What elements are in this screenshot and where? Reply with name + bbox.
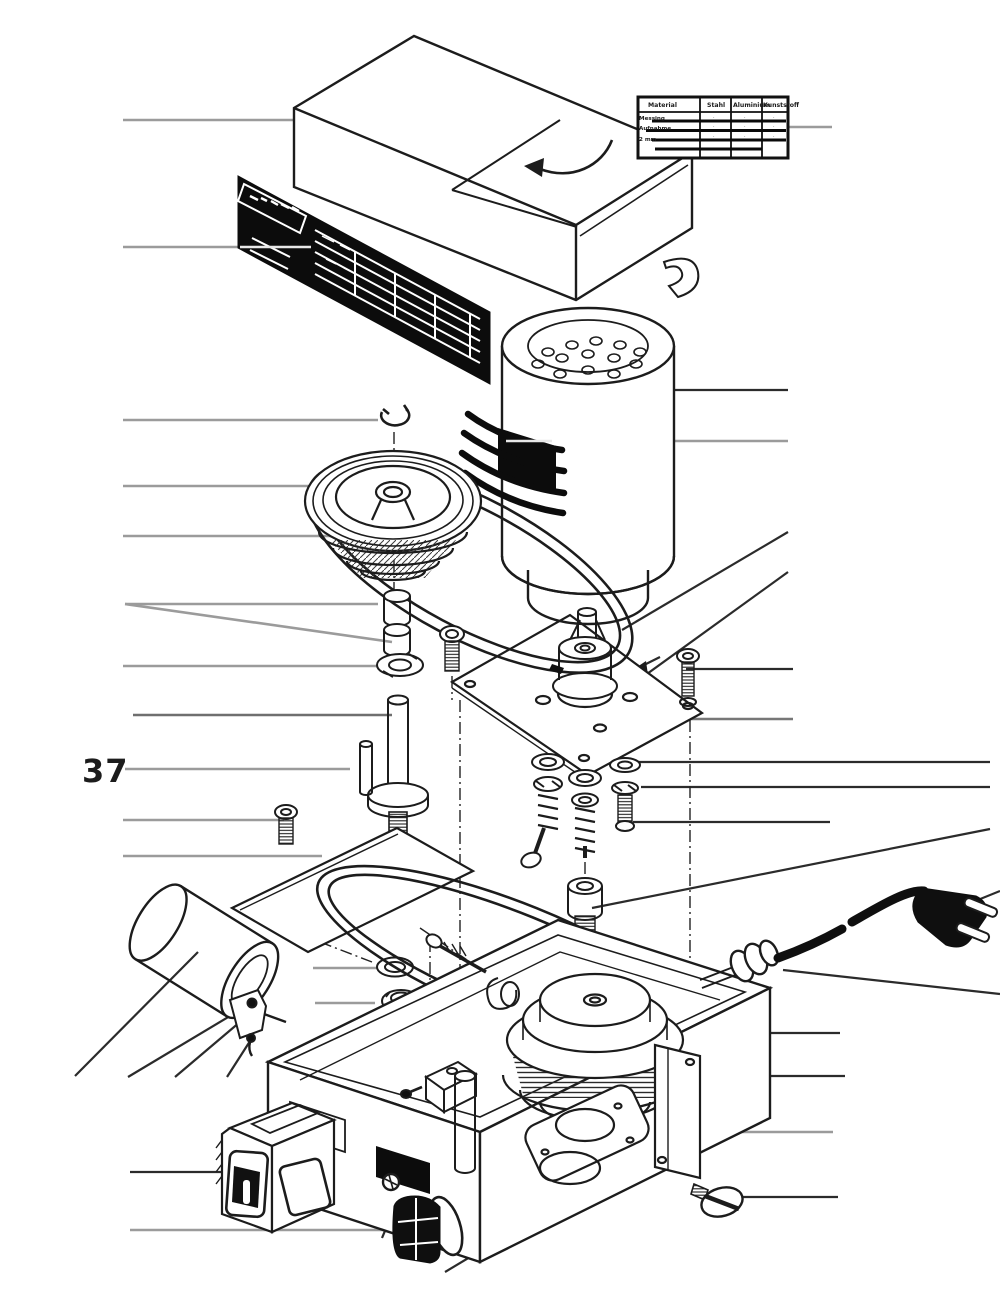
socket-screw (439, 625, 465, 672)
callout-37: 37 (82, 752, 129, 790)
socket-screw (676, 648, 700, 707)
belt-guard-bracket (653, 1043, 702, 1180)
standoff-post (454, 1070, 476, 1174)
svg-text:·: · (744, 124, 746, 130)
rubber-foot-screw (690, 1182, 744, 1218)
motor-pulley (549, 636, 618, 700)
clamp-screw (246, 1033, 256, 1057)
materials-table: Material Stahl Aluminium Kunststoff Mess… (636, 95, 800, 160)
svg-text:·: · (773, 134, 775, 140)
belt-tensioner (425, 933, 520, 1010)
spring-screw (520, 793, 559, 869)
power-inlet-module (215, 1101, 337, 1234)
brand-logo (236, 182, 308, 235)
cable-segment (773, 924, 847, 963)
socket-screw (274, 804, 298, 845)
lower-plate (229, 826, 476, 954)
spring-screw (574, 806, 596, 858)
micro-switch (400, 1060, 478, 1114)
ball-bearing (376, 653, 424, 678)
table-row-label: Messing (639, 116, 665, 122)
stepped-pulley (501, 972, 689, 1126)
switch-opening (278, 1157, 332, 1217)
svg-text:·: · (713, 115, 715, 121)
svg-text:·: · (773, 115, 775, 121)
svg-text:·: · (744, 134, 746, 140)
motor-cooling-ribs (458, 410, 568, 517)
mains-plug (912, 887, 999, 948)
power-cord (699, 886, 999, 989)
screw (615, 794, 635, 832)
table-cell-marks: · · · · · · · · · (713, 115, 775, 140)
table-header-material: Material (648, 102, 677, 109)
table-header-stahl: Stahl (707, 102, 725, 109)
base-label-recess (376, 1146, 430, 1194)
rotation-arrow-icon (524, 139, 614, 177)
spacer-sleeve (383, 589, 411, 627)
cover-clip (662, 257, 700, 299)
spring-washer (533, 776, 563, 792)
strain-relief-knob (392, 1195, 464, 1264)
brand-label (236, 175, 491, 385)
set-screw (549, 664, 564, 674)
svg-text:·: · (744, 115, 746, 121)
switch-screw (400, 1085, 423, 1099)
dowel-pin (359, 740, 373, 796)
washer (531, 753, 565, 771)
motor-vent-holes (531, 336, 647, 379)
pulley-hub (370, 480, 416, 521)
washer (568, 769, 602, 787)
washer (609, 757, 641, 773)
cord-grommet (699, 939, 780, 989)
spring-washer (611, 781, 639, 795)
base-face-screw (381, 1172, 401, 1192)
table-row-label: 2 mm (639, 137, 657, 143)
belt-cover (292, 34, 700, 302)
motor-shaft (569, 607, 606, 641)
spindle-pulley (303, 449, 483, 582)
table-header-aluminium: Aluminium (733, 102, 770, 109)
table-header-kunststoff: Kunststoff (763, 102, 800, 109)
svg-text:·: · (773, 124, 775, 130)
capacitor-clamp (228, 988, 287, 1057)
washer (571, 792, 599, 808)
table-row-label: Aufnahme (639, 126, 671, 132)
spacer-sleeve (383, 623, 411, 657)
svg-text:·: · (713, 124, 715, 130)
svg-text:·: · (713, 134, 715, 140)
flange-gasket (524, 1084, 650, 1186)
iec-socket (224, 1149, 270, 1219)
label-text-lines (245, 229, 481, 364)
retaining-ring (379, 404, 411, 427)
